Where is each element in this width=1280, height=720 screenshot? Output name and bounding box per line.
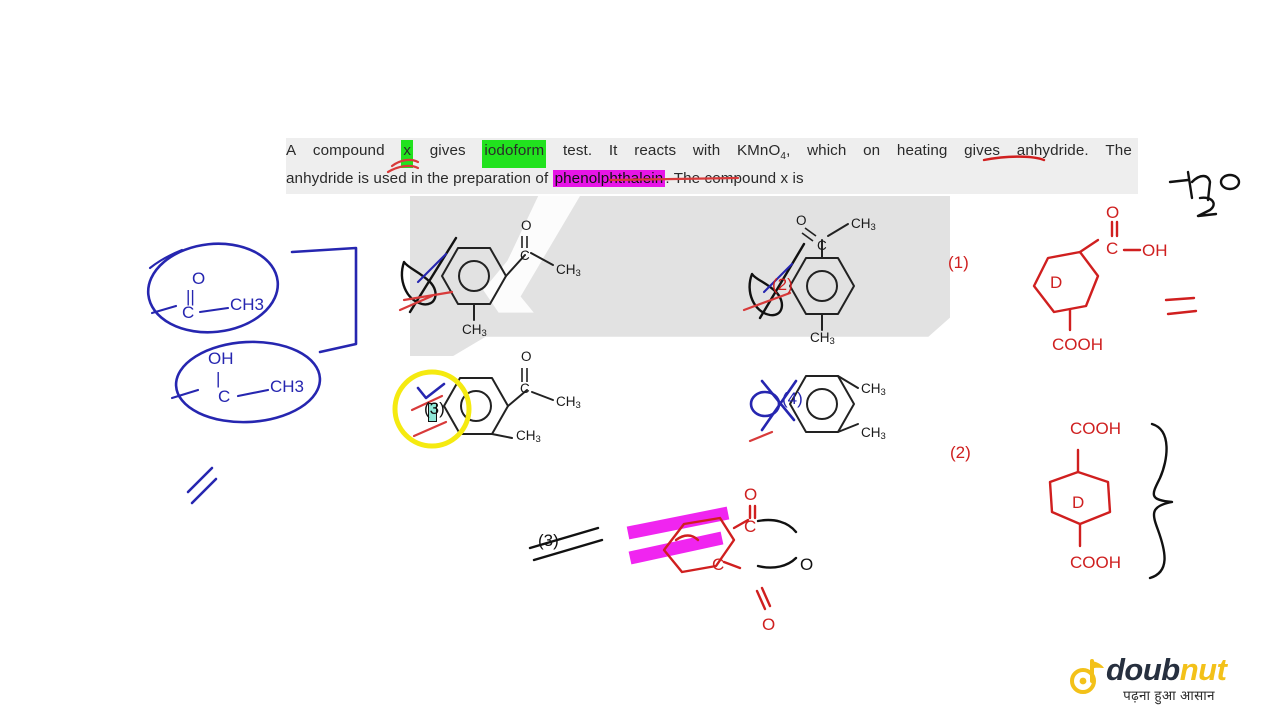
option-2-label-c: C <box>817 238 827 253</box>
q-word: which <box>807 142 847 159</box>
option-3-label-ch3-right: CH3 <box>556 394 581 411</box>
option-4-label-ch3-top: CH3 <box>861 381 886 398</box>
option-2-label-o: O <box>796 213 807 228</box>
question-line-2: anhydride is used in the preparation of … <box>286 168 1138 190</box>
q-word: heating <box>896 142 948 159</box>
option-4-marker: (4) <box>782 389 803 408</box>
logo-word-nut: nut <box>1179 652 1227 687</box>
anhydride-label-o-bottom: O <box>762 615 775 634</box>
blue-check-icon <box>416 382 446 400</box>
option-1-label-ch3-bottom: CH3 <box>462 322 487 339</box>
logo-tagline: पढ़ना हुआ आसान <box>1123 688 1215 703</box>
option-2-label-ch3-bottom: CH3 <box>810 330 835 347</box>
black-option-marker-3: (3) <box>538 531 559 550</box>
red-option-number-1: (1) <box>948 253 969 272</box>
q-line2-suffix: . The compound x is <box>665 170 804 188</box>
blue-label-o: O <box>192 269 205 288</box>
red-structure-meta-diacid: D O C OH COOH <box>1032 203 1198 354</box>
red-option-number-2: (2) <box>950 443 971 462</box>
option-4-label-ch3-bottom: CH3 <box>861 425 886 442</box>
q-word: on <box>863 142 881 159</box>
anhydride-sketch: O C O C O (3) <box>528 485 813 634</box>
red-label-cooh-top-2: COOH <box>1070 419 1121 438</box>
blue-label-oh: OH <box>208 349 234 368</box>
question-line-1: A compound x gives iodoform test. It rea… <box>286 140 1132 169</box>
q-word: compound <box>312 142 385 159</box>
option-3-label-c: C <box>520 381 530 396</box>
q-formula-kmno4: KMnO4, <box>736 142 791 163</box>
option-1-label-o: O <box>521 218 532 233</box>
blue-label-c-2: C <box>218 387 230 406</box>
q-word-highlight-x: x <box>401 140 414 169</box>
q-line2-prefix: anhydride is used in the preparation of <box>286 170 553 188</box>
logo-word-doub: doub <box>1106 652 1180 687</box>
anhydride-label-c-bottom: C <box>712 555 724 574</box>
anhydride-label-ring-o: O <box>800 555 813 574</box>
option-2-label-ch3-right: CH3 <box>851 216 876 233</box>
option-1-label-c: C <box>520 248 530 263</box>
q-word: with <box>692 142 721 159</box>
blue-label-single-bond: | <box>216 369 220 388</box>
red-label-cooh-bottom-2: COOH <box>1070 553 1121 572</box>
q-word: It <box>608 142 618 159</box>
red-label-o-top: O <box>1106 203 1119 222</box>
blue-bracket <box>290 246 358 354</box>
q-word-highlight-iodoform: iodoform <box>482 140 547 169</box>
red-label-c-top: C <box>1106 239 1118 258</box>
text-cursor-caret <box>428 403 437 422</box>
doubtnut-logo-mark <box>1070 659 1104 694</box>
q-word: A <box>286 142 297 159</box>
q-word: gives <box>429 142 466 159</box>
option-3-label-ch3-bottom: CH3 <box>516 428 541 445</box>
blue-label-c: C <box>182 303 194 322</box>
red-structure-para-diacid: D COOH COOH <box>1048 419 1174 580</box>
doubtnut-logo: doubnut पढ़ना हुआ आसान <box>1066 652 1272 714</box>
q-word-highlight-phenolphthalein: phenolphthalein <box>552 170 666 188</box>
anhydride-label-c-top: C <box>744 517 756 536</box>
q-word: test. <box>562 142 593 159</box>
q-word: gives <box>964 142 1001 159</box>
question-text-block: A compound x gives iodoform test. It rea… <box>286 138 1138 195</box>
q-word: reacts <box>634 142 677 159</box>
blue-annotation-alcohol-group: OH | C CH3 <box>170 340 322 424</box>
blue-annotation-ketone-group: O || C CH3 <box>146 242 280 334</box>
red-label-cooh-bottom-1: COOH <box>1052 335 1103 354</box>
q-word: The <box>1105 142 1132 159</box>
option-4-strikeout: (4) <box>748 379 803 443</box>
red-ring-label-d-2: D <box>1072 493 1084 512</box>
option-1-label-ch3-right: CH3 <box>556 262 581 279</box>
blue-equals-slashes <box>186 466 218 505</box>
minus-water-annotation <box>1168 170 1241 218</box>
blue-label-ch3-1: CH3 <box>230 295 264 314</box>
red-label-oh-top: OH <box>1142 241 1168 260</box>
blue-label-double-bond: || <box>186 287 195 306</box>
blue-label-ch3-2: CH3 <box>270 377 304 396</box>
anhydride-label-o-top: O <box>744 485 757 504</box>
option-3-label-o: O <box>521 349 532 364</box>
red-ring-label-d-1: D <box>1050 273 1062 292</box>
option-4-structure[interactable] <box>789 375 859 433</box>
q-word: anhydride. <box>1016 142 1089 159</box>
